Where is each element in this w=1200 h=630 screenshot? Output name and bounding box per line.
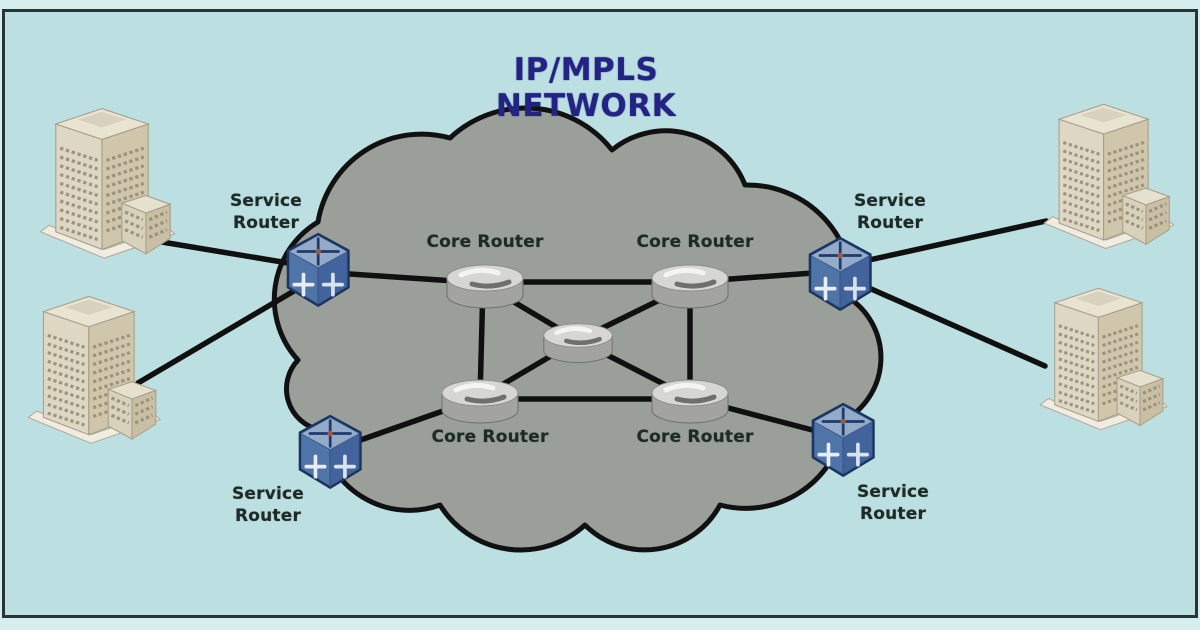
link	[135, 275, 319, 386]
building-bottom-right	[1038, 286, 1169, 432]
label-line: Router	[234, 506, 302, 526]
core-router-top-right	[652, 265, 728, 308]
label-line: Service	[231, 484, 305, 504]
core-router-label-top-left: Core Router	[426, 232, 544, 252]
core-router-bottom-left	[442, 380, 518, 423]
service-router-label-left: Service Router	[205, 190, 327, 234]
label-line: Router	[859, 504, 927, 524]
label-line: Router	[856, 213, 924, 233]
diagram-title: IP/MPLS NETWORK	[495, 52, 677, 124]
service-router-label-right: Service Router	[829, 190, 951, 234]
link	[839, 273, 1048, 369]
core-router-top-left	[447, 265, 523, 308]
core-router-label-top-right: Core Router	[636, 232, 754, 252]
label-line: Service	[853, 191, 927, 211]
core-router-label-bottom-left: Core Router	[431, 427, 549, 447]
building-top-left	[38, 106, 177, 260]
label-line: Service	[229, 191, 303, 211]
service-router-label-bottom-right: Service Router	[832, 481, 954, 525]
service-router-label-bottom-left: Service Router	[207, 483, 329, 527]
link	[839, 218, 1049, 269]
core-router-bottom-right	[652, 380, 728, 423]
core-router-center	[544, 324, 612, 363]
label-line: Service	[856, 482, 930, 502]
core-router-label-bottom-right: Core Router	[636, 427, 754, 447]
building-top-right	[1042, 102, 1176, 251]
building-bottom-left	[26, 294, 162, 445]
label-line: Router	[232, 213, 300, 233]
